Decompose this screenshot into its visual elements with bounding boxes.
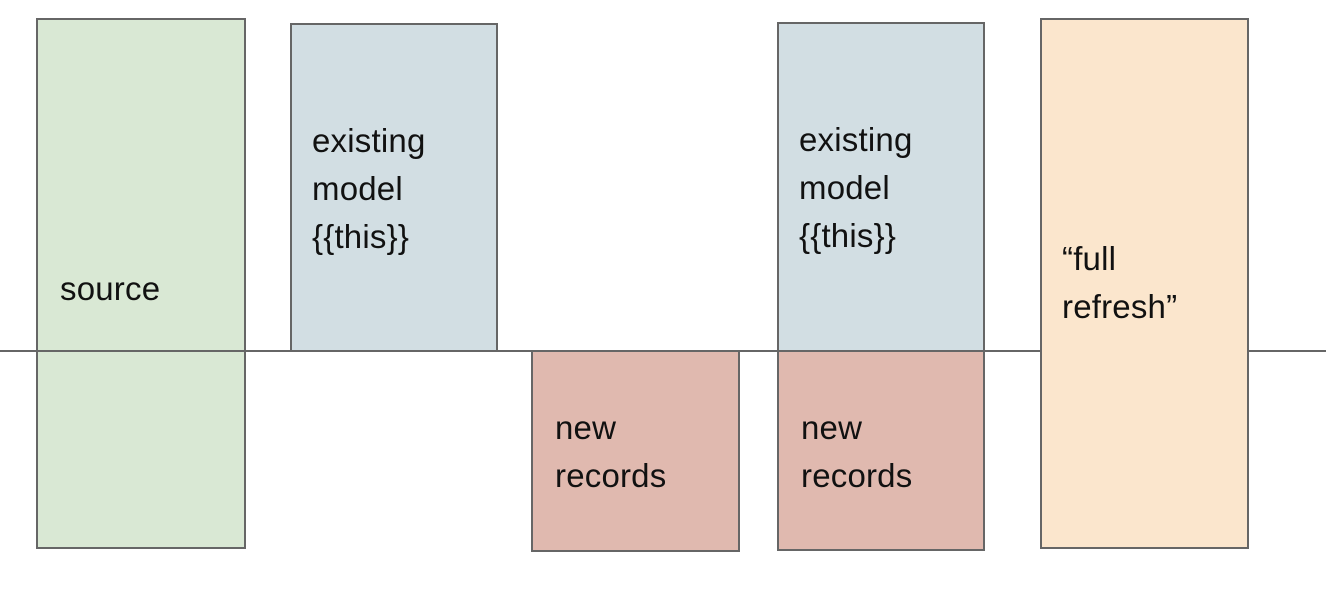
existing-model-label-left: existing model {{this}} [312, 122, 426, 255]
source-box: source [36, 18, 246, 549]
new-records-label-left: new records [555, 409, 667, 494]
full-refresh-label: “full refresh” [1062, 240, 1178, 325]
existing-model-box-left: existing model {{this}} [290, 23, 498, 352]
full-refresh-box: “full refresh” [1040, 18, 1249, 549]
new-records-box-right: new records [777, 350, 985, 551]
existing-model-box-right: existing model {{this}} [777, 22, 985, 352]
new-records-label-right: new records [801, 409, 913, 494]
existing-model-label-right: existing model {{this}} [799, 121, 913, 254]
source-label: source [60, 270, 161, 307]
new-records-box-left: new records [531, 350, 740, 552]
